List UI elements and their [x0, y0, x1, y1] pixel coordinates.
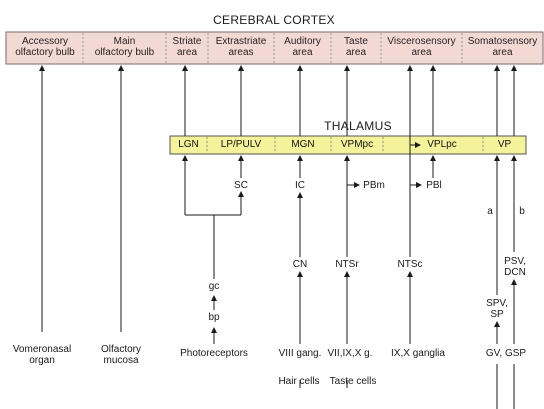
thalamus-nucleus-lgn: LGN [178, 139, 199, 150]
relay-psv-dcn: PSV,DCN [504, 256, 526, 278]
source-ix-x-ganglia: IX,X ganglia [391, 348, 445, 359]
thalamus-nucleus-lp-pulv: LP/PULV [220, 139, 262, 150]
thalamus-band [169, 135, 527, 155]
thalamus-nucleus-mgn: MGN [291, 139, 315, 150]
source-gv-gsp: GV, GSP [485, 348, 527, 359]
thalamus-nucleus-vp: VP [497, 139, 512, 150]
source-vii-ix-x-ganglia: VII,IX,X g. [327, 348, 373, 359]
cortex-band [5, 31, 544, 65]
relay-sc: SC [234, 180, 248, 191]
relay-ntsr: NTSr [335, 259, 359, 270]
relay-pbm: PBm [363, 180, 385, 191]
thalamus-nucleus-vplpc: VPLpc [427, 139, 457, 150]
source-photoreceptors: Photoreceptors [180, 348, 248, 359]
thalamus-title: THALAMUS [324, 119, 392, 133]
pathway-label-a: a [487, 206, 493, 217]
cortex-title: CEREBRAL CORTEX [213, 13, 335, 27]
source-hair-cells: Hair cells [278, 376, 320, 387]
relay-gc: gc [208, 281, 220, 292]
thalamus-nucleus-vpmpc: VPMpc [340, 139, 374, 150]
pathway-label-b: b [519, 206, 525, 217]
source-viii-ganglion: VIII gang. [278, 348, 322, 359]
relay-ic: IC [295, 180, 305, 191]
relay-bp: bp [208, 312, 220, 323]
relay-spv-sp: SPV,SP [486, 298, 508, 320]
source-taste-cells: Taste cells [329, 376, 377, 387]
relay-ntsc: NTSc [397, 259, 423, 270]
relay-pbl: PBl [426, 180, 442, 191]
relay-cn: CN [292, 259, 308, 270]
